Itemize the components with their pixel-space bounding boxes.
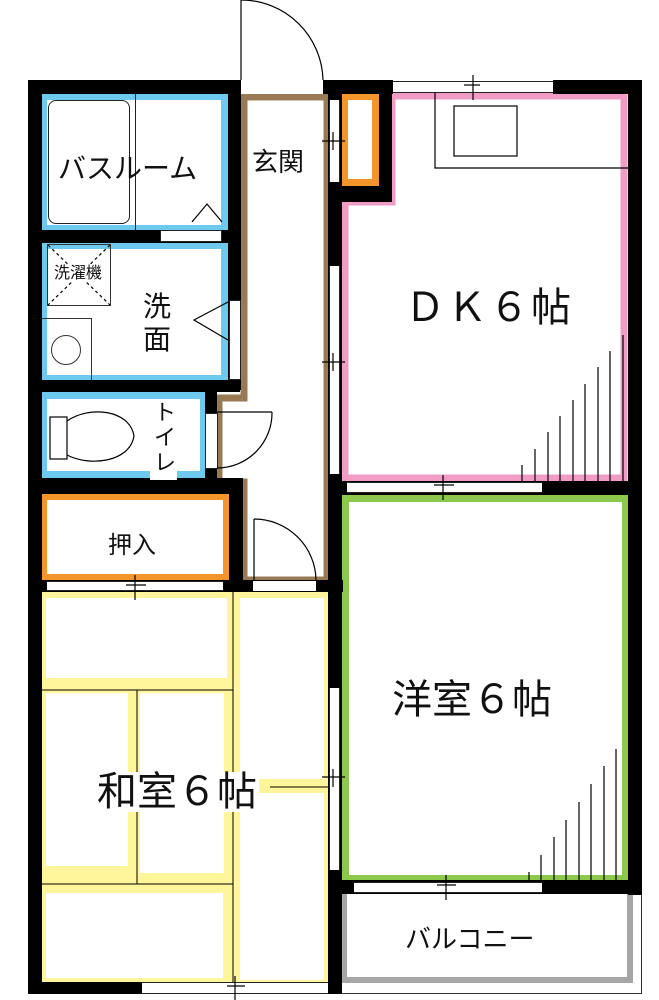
bathtub-divider [135,93,136,232]
toilet-label-line3: レ [154,451,177,476]
tatami-mat [46,598,227,678]
wall-top-left [28,80,241,94]
washroom-label-line1: 洗 [143,290,172,323]
balcony [341,893,633,983]
tatami-mat [240,793,324,980]
wall-closet-right [229,478,243,592]
western-sliding-door[interactable] [329,688,340,870]
washroom-door-opening[interactable] [229,300,241,380]
dk-western-window[interactable] [347,482,542,493]
tatami-mat [240,598,324,779]
dk-label: ＤＫ６帖 [405,285,573,331]
toilet-room [40,392,207,478]
wall-wash-toilet [28,380,240,392]
entrance-label: 玄関 [252,148,305,178]
japanese-room-door-opening[interactable] [253,581,316,591]
bathroom [40,93,228,232]
wall-top-right [553,80,642,94]
wall-outer-left [28,80,42,994]
washroom-label-line2: 面 [143,323,172,356]
washing-machine-area [47,244,111,306]
entrance-door-opening[interactable] [241,80,323,94]
balcony-label: バルコニー [405,925,535,955]
wall-shoe-closet [328,186,392,202]
wall-toilet-closet [28,478,243,494]
toilet-label-line2: イ [154,426,177,451]
wall-shoe-closet-right [379,80,392,200]
sink-bowl [51,335,81,365]
closet-label: 押入 [108,531,156,559]
closet [40,493,230,581]
shoe-closet [341,93,379,186]
western-room-label: 洋室６帖 [392,677,552,723]
wall-bottom [28,982,142,994]
bath-door-opening[interactable] [160,230,222,242]
bathtub [48,100,130,224]
washing-machine-label: 洗濯機 [54,263,103,282]
japanese-room-label: 和室６帖 [95,769,259,815]
toilet-label-gap [150,470,177,480]
balcony-window[interactable] [354,882,542,893]
toilet-door-opening[interactable] [205,413,218,469]
toilet-label-line1: ト [154,401,177,426]
bathroom-label: バスルーム [58,152,198,185]
dk-sliding-door[interactable] [329,266,340,474]
western-room [342,495,629,882]
tatami-mat [46,893,223,978]
